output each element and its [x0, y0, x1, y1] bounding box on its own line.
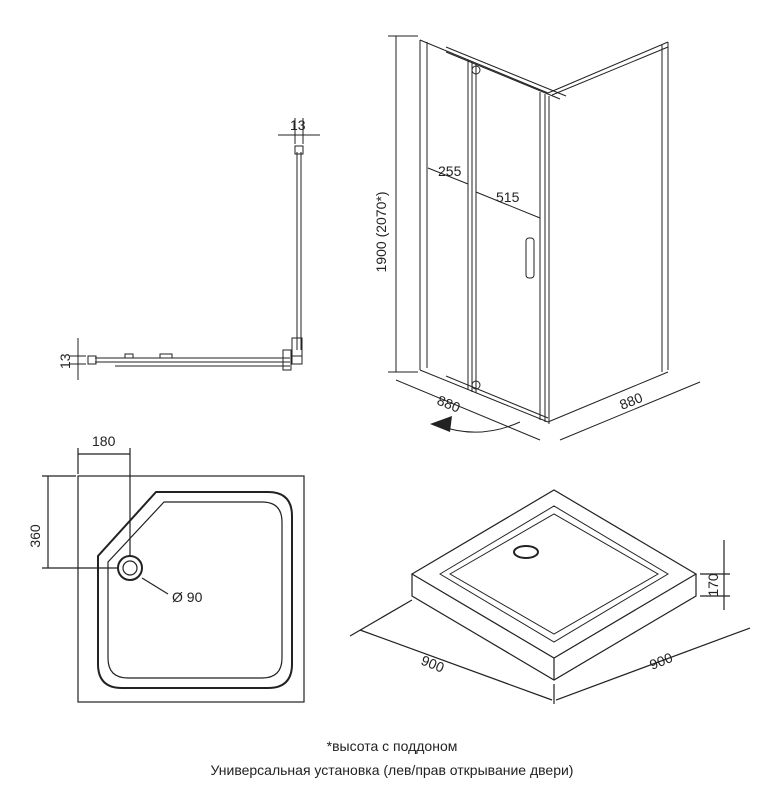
tray-plan: [42, 448, 305, 703]
enclosure-height-dim: 1900 (2070*): [373, 192, 389, 273]
installation-note: Универсальная установка (лев/прав открыв…: [210, 762, 574, 778]
profile-top-dim: 13: [290, 117, 306, 133]
fixed-panel-dim: 255: [438, 163, 462, 179]
door-width-dim: 515: [496, 189, 520, 205]
door-swing-arrow-icon: [430, 416, 452, 432]
profile-side-dim: 13: [57, 353, 73, 369]
tray-height-dim: 170: [705, 573, 721, 597]
height-note: *высота с поддоном: [326, 738, 458, 754]
drain-offset-y-dim: 360: [27, 524, 43, 548]
enclosure-3d: [388, 35, 701, 441]
tray-width-right-dim: 900: [647, 649, 675, 673]
enclosure-width-right-dim: 880: [617, 389, 645, 413]
tray-3d: [349, 489, 751, 704]
drain-offset-x-dim: 180: [92, 433, 116, 449]
tray-width-left-dim: 900: [419, 652, 447, 676]
drain-diameter-dim: Ø 90: [172, 589, 203, 605]
technical-drawing: 13 13: [27, 35, 751, 704]
plan-view: [70, 118, 320, 380]
enclosure-width-left-dim: 880: [435, 392, 463, 416]
